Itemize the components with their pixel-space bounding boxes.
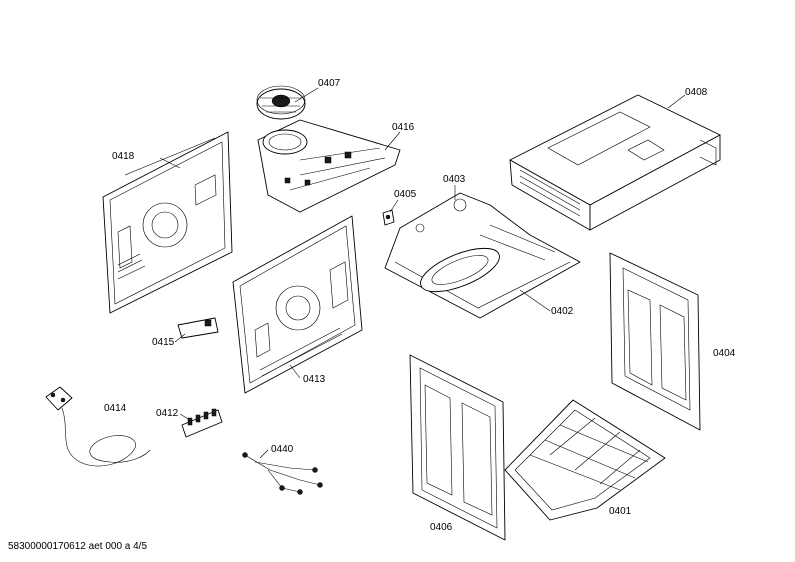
part-0401-base-frame (504, 399, 666, 521)
label-0416: 0416 (392, 122, 415, 133)
part-0406-left-side-panel (409, 354, 506, 541)
label-0418: 0418 (112, 151, 135, 162)
part-0418-back-panel (102, 131, 233, 314)
document-footer: 58300000170612 aet 000 a 4/5 (8, 541, 148, 552)
part-0407-fan (256, 85, 306, 120)
part-0415-latch (177, 317, 219, 339)
label-0406: 0406 (430, 522, 453, 533)
label-0407: 0407 (318, 78, 341, 89)
label-0408: 0408 (685, 87, 708, 98)
label-0402: 0402 (551, 306, 574, 317)
label-0403: 0403 (443, 174, 466, 185)
label-0440: 0440 (271, 444, 294, 455)
part-0412-terminal-block (181, 408, 223, 438)
label-0412: 0412 (156, 408, 179, 419)
label-0401: 0401 (609, 506, 632, 517)
label-0404: 0404 (713, 348, 736, 359)
label-0413: 0413 (303, 374, 326, 385)
part-0413-rear-panel (232, 215, 363, 394)
part-0408-top-cover (509, 94, 721, 231)
label-0415: 0415 (152, 337, 175, 348)
label-0405: 0405 (394, 189, 417, 200)
part-0414-power-cord (45, 386, 151, 467)
part-0404-right-side-panel (609, 252, 701, 431)
label-0414: 0414 (104, 403, 127, 414)
part-0440-wiring-harness (242, 452, 323, 495)
part-0405-bracket (382, 209, 395, 226)
part-0403-floor-plate (384, 192, 581, 319)
part-0416-fan-housing (257, 119, 401, 213)
leader-lines (159, 87, 686, 459)
